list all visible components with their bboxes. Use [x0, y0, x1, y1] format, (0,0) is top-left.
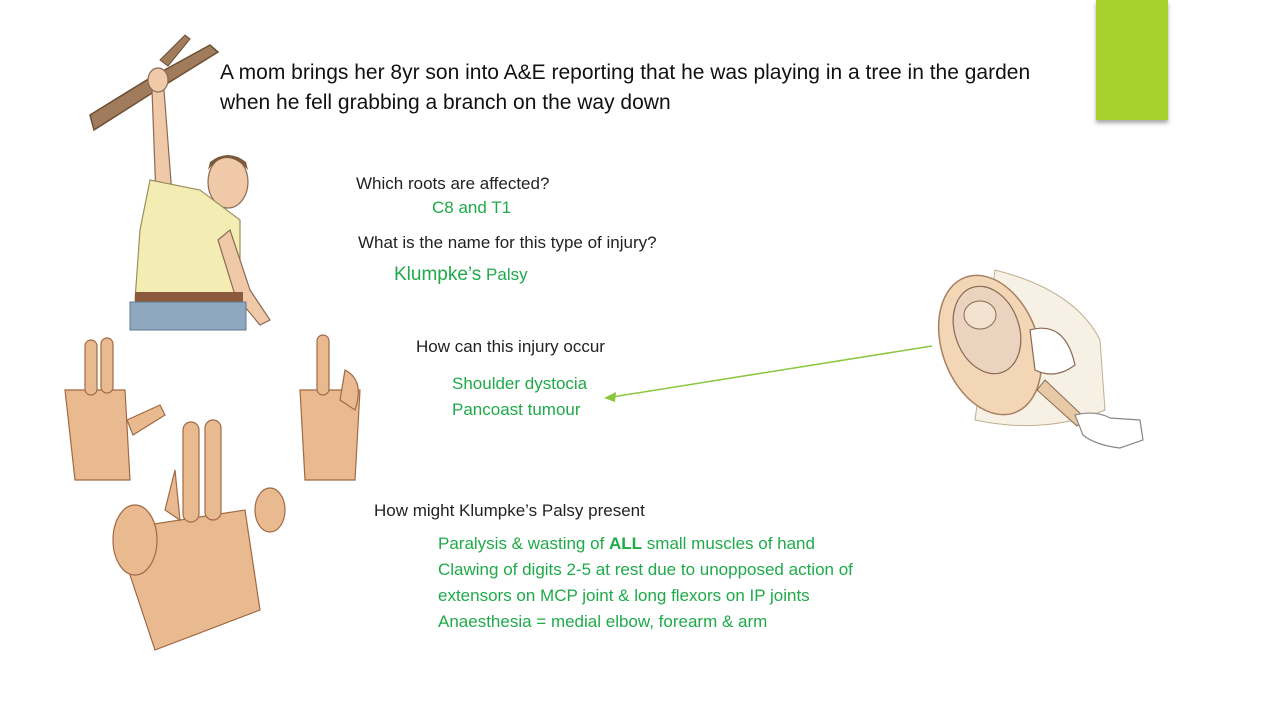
presentation-line-extensors: extensors on MCP joint & long flexors on…	[438, 586, 810, 605]
answer-injury-name: Klumpke’s Palsy	[394, 264, 528, 286]
answer-pancoast-tumour: Pancoast tumour	[452, 400, 581, 419]
answer-presentation: Paralysis & wasting of ALL small muscles…	[438, 531, 853, 635]
claw-hands-illustration	[64, 334, 361, 651]
presentation-line1-pre: Paralysis & wasting of	[438, 534, 610, 553]
answer-shoulder-dystocia: Shoulder dystocia	[452, 374, 588, 393]
presentation-line1-bold: ALL	[609, 534, 643, 553]
answer-how-occur: Shoulder dystocia Pancoast tumour	[452, 371, 587, 423]
presentation-line-anaesthesia: Anaesthesia = medial elbow, forearm & ar…	[438, 612, 768, 631]
presentation-line-clawing: Clawing of digits 2-5 at rest due to uno…	[438, 560, 853, 579]
slide-title: A mom brings her 8yr son into A&E report…	[220, 61, 1031, 114]
question-roots: Which roots are affected?	[356, 174, 550, 193]
answer-roots: C8 and T1	[432, 198, 512, 217]
accent-bar	[1096, 0, 1168, 120]
shoulder-dystocia-illustration	[937, 269, 1144, 449]
question-injury-name: What is the name for this type of injury…	[358, 233, 657, 252]
presentation-line-paralysis: Paralysis & wasting of ALL small muscles…	[438, 531, 853, 557]
presentation-line1-post: small muscles of hand	[642, 534, 815, 553]
boy-hanging-illustration	[89, 34, 271, 331]
answer-injury-name-main: Klumpke’s	[394, 264, 482, 285]
question-how-occur: How can this injury occur	[416, 337, 605, 356]
question-presentation: How might Klumpke’s Palsy present	[374, 501, 645, 520]
answer-injury-name-suffix: Palsy	[481, 265, 528, 284]
